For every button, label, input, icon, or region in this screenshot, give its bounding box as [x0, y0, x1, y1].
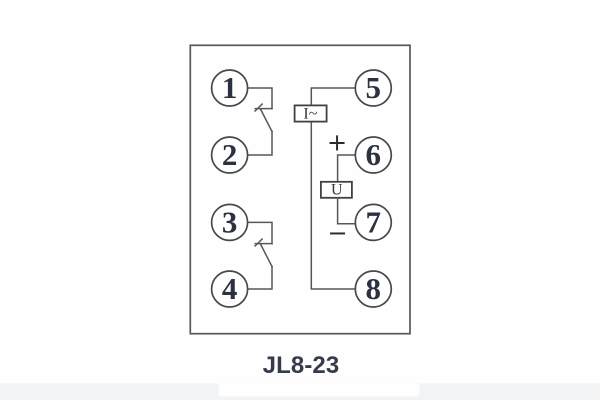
terminal-number: 5 — [366, 70, 382, 105]
contact-3-4 — [246, 221, 274, 290]
terminal-8: 8 — [354, 270, 393, 308]
terminal-circle — [210, 69, 249, 107]
wire-terminal5-to-current-coil — [310, 87, 357, 107]
terminal-6: 6 — [354, 136, 393, 174]
coil-circuit: I~ U + − — [293, 87, 357, 290]
voltage-coil-label: U — [331, 182, 343, 199]
wire-terminal1-to-contact — [246, 87, 273, 110]
contact-blade — [259, 242, 274, 268]
terminal-number: 3 — [222, 205, 238, 240]
wire-contact-to-terminal4 — [246, 265, 273, 290]
terminal-7: 7 — [354, 203, 393, 242]
terminal-circle — [354, 69, 393, 107]
terminal-number: 2 — [222, 137, 238, 172]
terminal-number: 1 — [222, 70, 238, 105]
plus-sign: + — [327, 128, 347, 156]
current-coil-label: I~ — [303, 105, 317, 122]
wire-voltage-coil-to-terminal7 — [336, 197, 357, 225]
wire-terminal6-to-voltage-coil — [336, 154, 356, 183]
terminal-3: 3 — [210, 203, 249, 242]
contact-1-2 — [246, 87, 274, 156]
terminal-1: 1 — [210, 69, 249, 107]
terminal-circle — [210, 270, 249, 308]
current-coil-box — [293, 104, 328, 123]
diagram-caption: JL8-23 — [263, 352, 340, 379]
wire-contact-to-terminal2 — [246, 130, 273, 156]
wire-current-coil-to-terminal8 — [310, 120, 356, 290]
relay-outline-box — [189, 44, 411, 335]
contact-tick — [254, 103, 264, 113]
terminal-5: 5 — [354, 69, 393, 107]
terminal-circle — [210, 136, 249, 174]
minus-sign: − — [327, 219, 347, 247]
terminal-4: 4 — [210, 270, 249, 308]
contact-blade — [259, 107, 274, 133]
terminal-circle — [354, 270, 393, 308]
voltage-coil-box — [319, 180, 353, 199]
terminal-2: 2 — [210, 136, 249, 174]
terminal-number: 6 — [366, 137, 382, 172]
contact-tick — [254, 238, 264, 248]
terminal-circle — [210, 203, 249, 242]
terminals: 1 2 3 4 5 6 7 — [210, 69, 393, 308]
wire-terminal3-to-contact — [246, 221, 273, 245]
terminal-number: 8 — [366, 271, 382, 306]
terminal-circle — [354, 136, 393, 174]
terminal-circle — [354, 203, 393, 242]
terminal-number: 4 — [222, 271, 238, 306]
footer-band-notch — [218, 383, 420, 397]
terminal-number: 7 — [366, 205, 382, 240]
